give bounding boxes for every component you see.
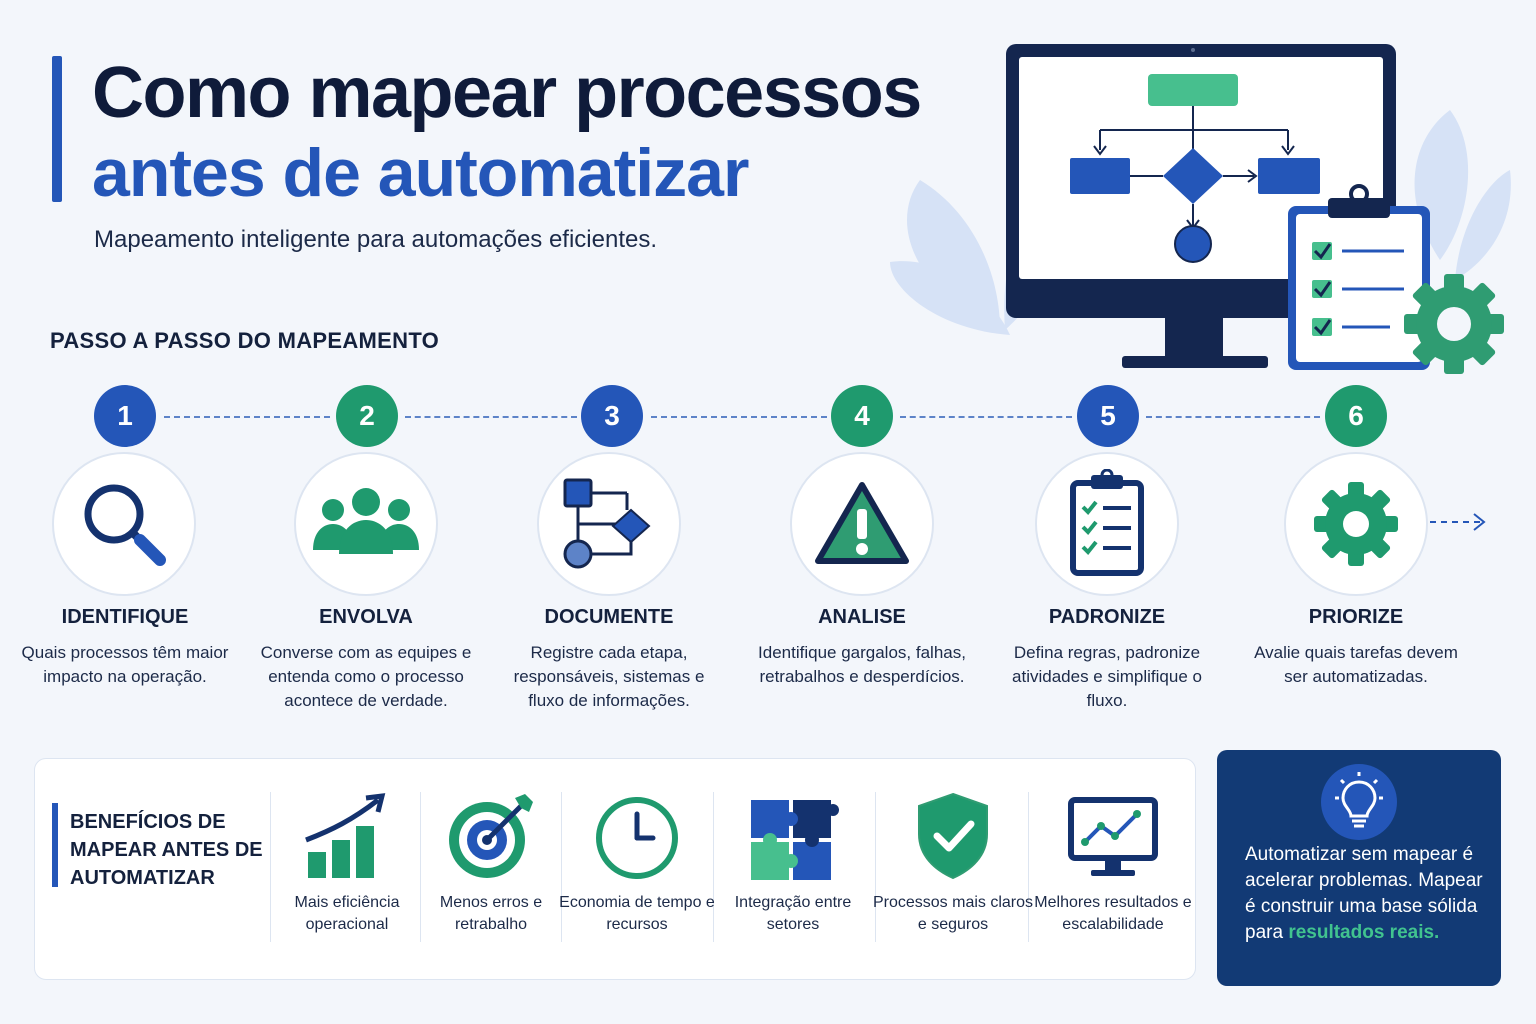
benefit-label: Integração entre setores (734, 894, 852, 933)
step-title: ANALISE (818, 606, 906, 628)
step-connector (651, 416, 827, 418)
checklist-icon (1070, 469, 1144, 576)
step-connector (164, 416, 330, 418)
step-icon-circle (52, 452, 196, 596)
warning-icon (815, 482, 909, 564)
step-number-badge: 3 (581, 385, 643, 447)
benefit-item: Processos mais claros e seguros (873, 790, 1033, 950)
benefit-label: Melhores resultados e escalabilidade (1034, 894, 1192, 933)
title-accent-bar (52, 56, 62, 202)
growth-chart-icon (305, 793, 386, 878)
benefit-item: Mais eficiência operacional (272, 790, 422, 950)
benefit-divider (875, 792, 876, 942)
gear-icon (1314, 482, 1398, 566)
step-connector (1146, 416, 1320, 418)
flowchart-icon (563, 478, 651, 569)
step-icon-circle (1035, 452, 1179, 596)
step-number-badge: 2 (336, 385, 398, 447)
benefit-divider (1028, 792, 1029, 942)
target-icon (449, 794, 533, 878)
page-title-line1: Como mapear processos (92, 53, 922, 133)
benefit-item: Menos erros e retrabalho (416, 790, 566, 950)
quote-card: Automatizar sem mapear é acelerar proble… (1217, 750, 1501, 986)
benefits-title: BENEFÍCIOS DE MAPEAR ANTES DE AUTOMATIZA… (70, 811, 263, 889)
flowchart-icon (1070, 74, 1320, 263)
step-icon-circle (537, 452, 681, 596)
gear-icon (1404, 274, 1504, 374)
benefit-label: Mais eficiência operacional (294, 894, 400, 933)
step-description: Avalie quais tarefas devem ser automatiz… (1254, 643, 1458, 686)
monitor-chart-icon (1068, 797, 1158, 876)
quote-text: Automatizar sem mapear é acelerar proble… (1245, 842, 1485, 946)
monitor-flowchart-illustration (890, 44, 1511, 374)
magnifier-icon (84, 484, 166, 566)
step-number-badge: 5 (1077, 385, 1139, 447)
team-icon (313, 488, 419, 554)
step-connector (405, 416, 577, 418)
benefit-divider (561, 792, 562, 942)
step-icon-circle (1284, 452, 1428, 596)
benefit-label: Processos mais claros e seguros (872, 894, 1034, 933)
benefit-divider (420, 792, 421, 942)
step-description: Quais processos têm maior impacto na ope… (21, 643, 229, 686)
step-title: ENVOLVA (319, 606, 413, 628)
step-icon-circle (790, 452, 934, 596)
quote-main-text: Automatizar sem mapear é acelerar proble… (1245, 844, 1483, 943)
step-description: Converse com as equipes e entenda como o… (260, 643, 472, 710)
step-connector (900, 416, 1072, 418)
steps-heading: PASSO A PASSO DO MAPEAMENTO (50, 328, 440, 353)
benefit-divider (713, 792, 714, 942)
benefits-accent-bar (52, 803, 58, 887)
step-title: IDENTIFIQUE (61, 606, 189, 628)
clipboard-checklist-icon (1288, 184, 1430, 370)
step-number-badge: 6 (1325, 385, 1387, 447)
benefit-item: Integração entre setores (718, 790, 868, 950)
arrow-right-icon (1430, 513, 1486, 531)
benefit-label: Menos erros e retrabalho (439, 894, 543, 933)
clock-icon (596, 797, 678, 879)
benefit-item: Economia de tempo e recursos (559, 790, 715, 950)
shield-check-icon (918, 792, 988, 880)
benefit-label: Economia de tempo e recursos (559, 894, 715, 933)
puzzle-icon (751, 800, 839, 880)
step-title: DOCUMENTE (544, 606, 674, 628)
step-description: Registre cada etapa, responsáveis, siste… (513, 643, 705, 710)
benefit-divider (270, 792, 271, 942)
page-title-line2: antes de automatizar (92, 135, 749, 211)
page-subtitle: Mapeamento inteligente para automações e… (94, 226, 658, 253)
step-title: PADRONIZE (1048, 606, 1166, 628)
step-icon-circle (294, 452, 438, 596)
step-number-badge: 4 (831, 385, 893, 447)
quote-highlight: resultados reais. (1288, 922, 1440, 943)
step-title: PRIORIZE (1308, 606, 1404, 628)
step-description: Identifique gargalos, falhas, retrabalho… (758, 643, 966, 686)
benefit-item: Melhores resultados e escalabilidade (1034, 790, 1192, 950)
step-number-badge: 1 (94, 385, 156, 447)
lightbulb-icon (1321, 764, 1397, 840)
step-description: Defina regras, padronize atividades e si… (1012, 643, 1202, 710)
